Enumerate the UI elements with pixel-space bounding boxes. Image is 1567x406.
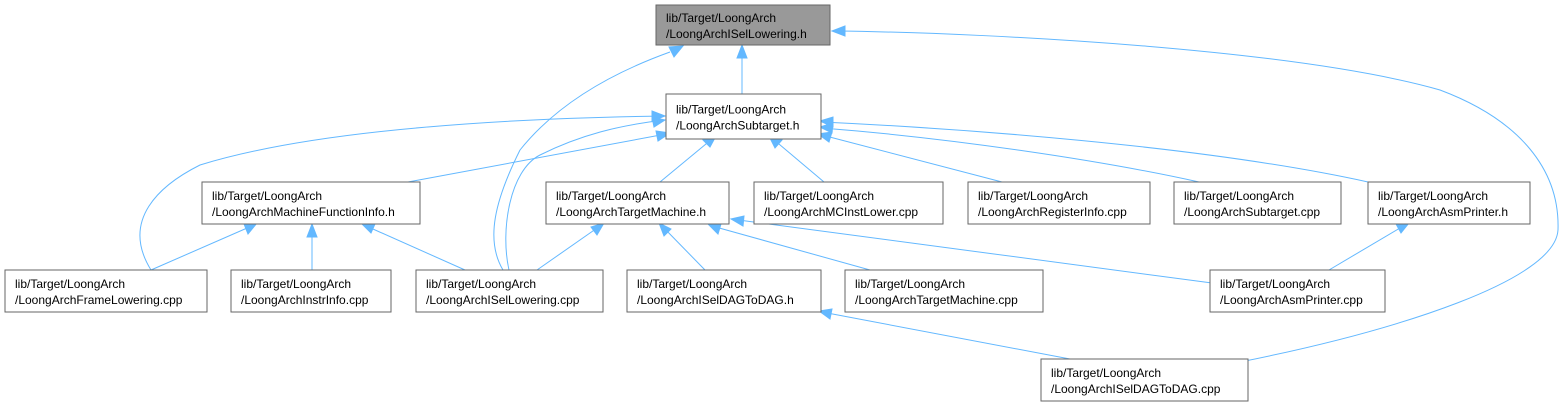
- node-label-line2: /LoongArchISelDAGToDAG.h: [637, 293, 794, 307]
- arrowhead: [706, 223, 722, 235]
- graph-node[interactable]: lib/Target/LoongArch/LoongArchFrameLower…: [4, 269, 208, 313]
- node-label-line1: lib/Target/LoongArch: [241, 277, 351, 291]
- node-label-line2: /LoongArchAsmPrinter.h: [1378, 205, 1508, 219]
- node-label-line2: /LoongArchFrameLowering.cpp: [15, 293, 183, 307]
- edge-tm-cpp-to-tm-h: [711, 225, 871, 271]
- edge-isel-cpp-to-tm-h: [536, 225, 601, 271]
- arrowhead: [590, 222, 606, 236]
- node-box: [230, 269, 392, 313]
- node-box: [4, 269, 208, 313]
- edge-isel-cpp-to-mfi-h: [363, 224, 466, 271]
- node-label-line1: lib/Target/LoongArch: [637, 277, 747, 291]
- graph-node[interactable]: lib/Target/LoongArch/LoongArchInstrInfo.…: [230, 269, 392, 313]
- node-box: [753, 181, 944, 225]
- node-label-line1: lib/Target/LoongArch: [212, 189, 322, 203]
- graph-node[interactable]: lib/Target/LoongArch/LoongArchSubtarget.…: [1173, 181, 1342, 225]
- node-label-line1: lib/Target/LoongArch: [978, 189, 1088, 203]
- node-label-line2: /LoongArchTargetMachine.h: [556, 205, 706, 219]
- node-label-line1: lib/Target/LoongArch: [855, 277, 965, 291]
- graph-nodes: lib/Target/LoongArch/LoongArchISelLoweri…: [4, 4, 1531, 402]
- node-label-line1: lib/Target/LoongArch: [1378, 189, 1488, 203]
- arrowhead: [830, 25, 846, 37]
- node-box: [1209, 269, 1386, 313]
- node-label-line1: lib/Target/LoongArch: [764, 189, 874, 203]
- graph-node[interactable]: lib/Target/LoongArch/LoongArchISelDAGToD…: [1040, 358, 1249, 402]
- graph-edges: [139, 30, 1559, 363]
- node-label-line1: lib/Target/LoongArch: [1220, 277, 1330, 291]
- edge-asmprinter-cpp-to-asmprinter-h: [1328, 224, 1406, 271]
- graph-node[interactable]: lib/Target/LoongArch/LoongArchMCInstLowe…: [753, 181, 944, 225]
- arrowhead: [651, 116, 667, 128]
- edge-reginfo-cpp-to-subtarget-h: [821, 134, 1003, 183]
- edge-framelow-cpp-to-mfi-h: [150, 224, 255, 271]
- node-box: [1173, 181, 1342, 225]
- node-label-line2: /LoongArchISelDAGToDAG.cpp: [1051, 382, 1221, 396]
- node-label-line2: /LoongArchSubtarget.h: [676, 119, 799, 133]
- node-label-line1: lib/Target/LoongArch: [15, 277, 125, 291]
- arrowhead: [658, 221, 672, 237]
- graph-node[interactable]: lib/Target/LoongArch/LoongArchTargetMach…: [844, 269, 1044, 313]
- node-label-line1: lib/Target/LoongArch: [556, 189, 666, 203]
- edge-asmprinter-cpp-to-tm-h: [730, 218, 1213, 284]
- arrowhead: [306, 222, 318, 238]
- node-label-line1: lib/Target/LoongArch: [426, 277, 536, 291]
- graph-node[interactable]: lib/Target/LoongArch/LoongArchISelLoweri…: [655, 4, 831, 46]
- node-box: [545, 181, 730, 225]
- node-box: [1040, 358, 1249, 402]
- node-label-line1: lib/Target/LoongArch: [666, 11, 776, 25]
- node-box: [201, 181, 421, 225]
- node-box: [967, 181, 1151, 225]
- graph-node[interactable]: lib/Target/LoongArch/LoongArchRegisterIn…: [967, 181, 1151, 225]
- node-box: [844, 269, 1044, 313]
- arrowhead: [818, 116, 834, 128]
- node-label-line2: /LoongArchSubtarget.cpp: [1184, 205, 1320, 219]
- graph-node[interactable]: lib/Target/LoongArch/LoongArchSubtarget.…: [665, 93, 822, 140]
- node-label-line2: /LoongArchMCInstLower.cpp: [764, 205, 918, 219]
- arrowhead: [668, 45, 685, 58]
- node-box: [665, 93, 822, 140]
- node-label-line2: /LoongArchInstrInfo.cpp: [241, 293, 369, 307]
- node-label-line2: /LoongArchMachineFunctionInfo.h: [212, 205, 395, 219]
- arrowhead: [243, 222, 259, 235]
- node-box: [1367, 181, 1531, 225]
- node-label-line2: /LoongArchTargetMachine.cpp: [855, 293, 1018, 307]
- edge-mcinst-cpp-to-subtarget-h: [772, 138, 825, 183]
- node-label-line1: lib/Target/LoongArch: [676, 103, 786, 117]
- edge-dag-cpp-to-dag-h: [821, 311, 1071, 360]
- node-box: [415, 269, 604, 313]
- graph-node[interactable]: lib/Target/LoongArch/LoongArchAsmPrinter…: [1367, 181, 1531, 225]
- node-label-line1: lib/Target/LoongArch: [1184, 189, 1294, 203]
- edge-isel-cpp-to-subtarget-h: [505, 119, 666, 271]
- node-label-line1: lib/Target/LoongArch: [1051, 366, 1161, 380]
- edge-tm-h-to-subtarget-h: [659, 138, 713, 183]
- node-label-line2: /LoongArchISelLowering.cpp: [426, 293, 580, 307]
- graph-node[interactable]: lib/Target/LoongArch/LoongArchISelLoweri…: [415, 269, 604, 313]
- node-label-line2: /LoongArchISelLowering.h: [666, 27, 807, 41]
- edge-subtarget-cpp-to-subtarget-h: [821, 127, 1200, 183]
- arrowhead: [817, 308, 833, 320]
- arrowhead: [729, 215, 745, 227]
- arrowhead: [736, 43, 748, 59]
- edge-framelow-cpp-to-subtarget-h: [139, 115, 666, 271]
- node-label-line2: /LoongArchRegisterInfo.cpp: [978, 205, 1127, 219]
- edge-asmprinter-h-to-subtarget-h: [821, 121, 1369, 183]
- edge-dag-cpp-to-isel-h: [835, 30, 1559, 363]
- graph-node[interactable]: lib/Target/LoongArch/LoongArchMachineFun…: [201, 181, 421, 225]
- node-box: [655, 4, 831, 46]
- node-label-line2: /LoongArchAsmPrinter.cpp: [1220, 293, 1363, 307]
- edge-isel-cpp-to-isel-h: [493, 51, 671, 271]
- graph-node[interactable]: lib/Target/LoongArch/LoongArchTargetMach…: [545, 181, 730, 225]
- edge-mfi-h-to-subtarget-h: [407, 133, 667, 183]
- node-box: [626, 269, 822, 313]
- edge-dag-h-to-tm-h: [662, 226, 706, 271]
- graph-node[interactable]: lib/Target/LoongArch/LoongArchISelDAGToD…: [626, 269, 822, 313]
- graph-node[interactable]: lib/Target/LoongArch/LoongArchAsmPrinter…: [1209, 269, 1386, 313]
